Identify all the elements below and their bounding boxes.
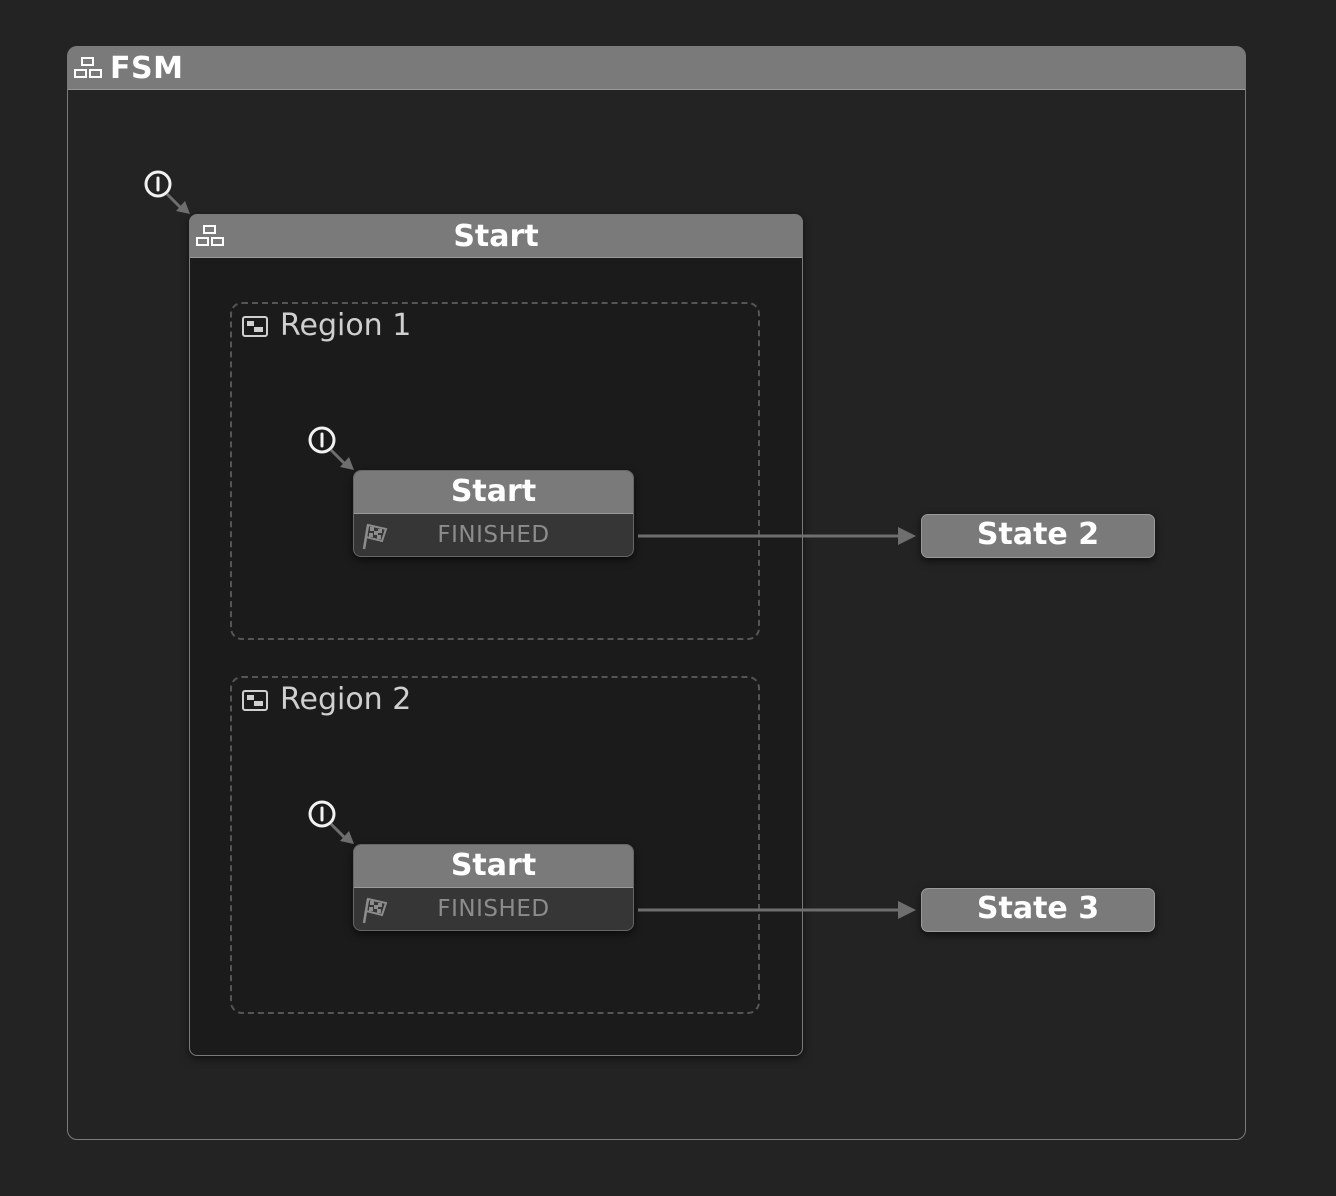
region-icon: [242, 690, 268, 711]
hierarchy-icon: [74, 57, 102, 78]
transition-finished-to-state-2[interactable]: [638, 527, 916, 545]
region-2[interactable]: Region 2: [230, 676, 760, 1014]
start-composite-header[interactable]: Start: [190, 215, 802, 258]
hierarchy-icon: [196, 225, 224, 246]
checkered-flag-icon: [362, 523, 388, 550]
region-2-start-title: Start: [354, 845, 633, 888]
state-2[interactable]: State 2: [921, 514, 1155, 558]
region-2-finished-event[interactable]: FINISHED: [437, 896, 550, 922]
region-1[interactable]: Region 1: [230, 302, 760, 640]
region-1-title: Region 1: [280, 308, 412, 343]
initial-state-icon[interactable]: [308, 426, 336, 454]
region-1-start-state[interactable]: Start FINISHED: [353, 470, 634, 557]
transition-finished-to-state-3[interactable]: [638, 901, 916, 919]
region-1-finished-event[interactable]: FINISHED: [437, 522, 550, 548]
initial-state-icon[interactable]: [308, 800, 336, 828]
initial-transition-arrow: [329, 448, 354, 470]
initial-transition-arrow: [329, 822, 354, 844]
region-1-start-title: Start: [354, 471, 633, 514]
fsm-header[interactable]: FSM: [68, 47, 1245, 90]
state-3[interactable]: State 3: [921, 888, 1155, 932]
start-composite-title: Start: [453, 219, 539, 254]
region-2-start-state[interactable]: Start FINISHED: [353, 844, 634, 931]
fsm-title: FSM: [110, 51, 184, 86]
region-icon: [242, 316, 268, 337]
initial-transition-arrow: [165, 192, 190, 214]
initial-state-icon[interactable]: [144, 170, 172, 198]
region-2-title: Region 2: [280, 682, 412, 717]
checkered-flag-icon: [362, 897, 388, 924]
